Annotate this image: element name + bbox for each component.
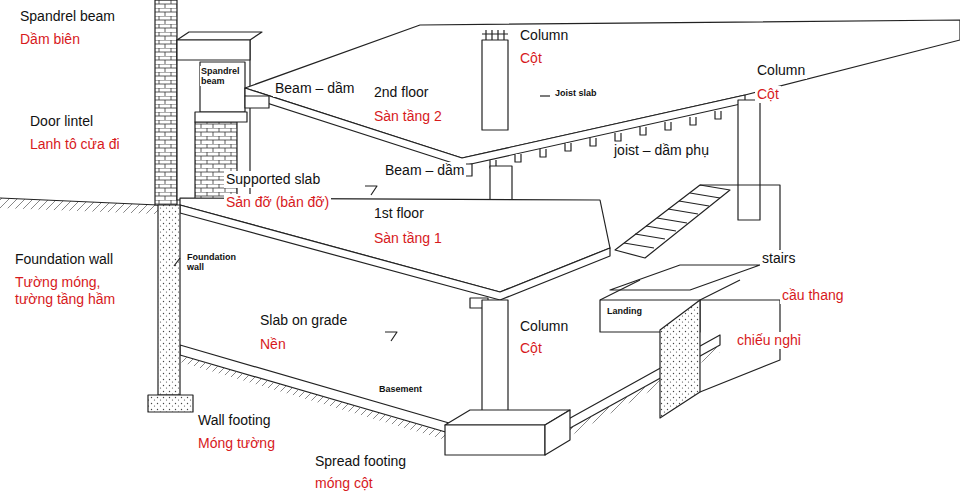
drawing-label: Joist slab	[554, 88, 598, 98]
part-label: Column	[518, 27, 570, 44]
translation-label: Tường móng, tường tầng hầm	[13, 274, 139, 308]
translation-label: Cột	[755, 86, 781, 103]
part-label: joist – dầm phụ	[612, 142, 711, 159]
translation-label: Sản đỡ (bản đỡ)	[224, 194, 331, 211]
drawing-label: Landing	[606, 306, 643, 316]
part-label: Beam – dầm	[273, 80, 356, 97]
translation-label: Dầm biên	[18, 31, 82, 48]
translation-label: Cột	[518, 340, 544, 357]
part-label: Door lintel	[28, 113, 95, 130]
drawing-label: Spandrel beam	[200, 66, 244, 86]
translation-label: Sàn tầng 1	[372, 230, 444, 247]
part-label: Beam – dầm	[383, 162, 466, 179]
part-label: stairs	[760, 250, 797, 267]
part-label: Spandrel beam	[18, 8, 117, 25]
part-label: Spread footing	[313, 453, 408, 470]
part-label: Column	[755, 62, 807, 79]
translation-label: Lanh tô cửa đi	[28, 136, 122, 153]
part-label: Column	[518, 318, 570, 335]
translation-label: cầu thang	[780, 287, 846, 304]
translation-label: Cột	[518, 50, 544, 67]
part-label: Slab on grade	[258, 312, 349, 329]
drawing-label: Foundation wall	[186, 252, 236, 272]
translation-label: Móng tường	[196, 435, 277, 452]
part-label: Supported slab	[224, 171, 322, 188]
part-label: 1st floor	[372, 205, 426, 222]
part-label: Wall footing	[196, 412, 273, 429]
translation-label: Nền	[258, 336, 288, 353]
part-label: 2nd floor	[372, 84, 430, 101]
translation-label: móng cột	[313, 475, 375, 492]
drawing-label: Basement	[378, 384, 423, 394]
translation-label: chiếu nghỉ	[735, 332, 803, 349]
translation-label: Sàn tầng 2	[372, 108, 444, 125]
part-label: Foundation wall	[13, 251, 115, 268]
